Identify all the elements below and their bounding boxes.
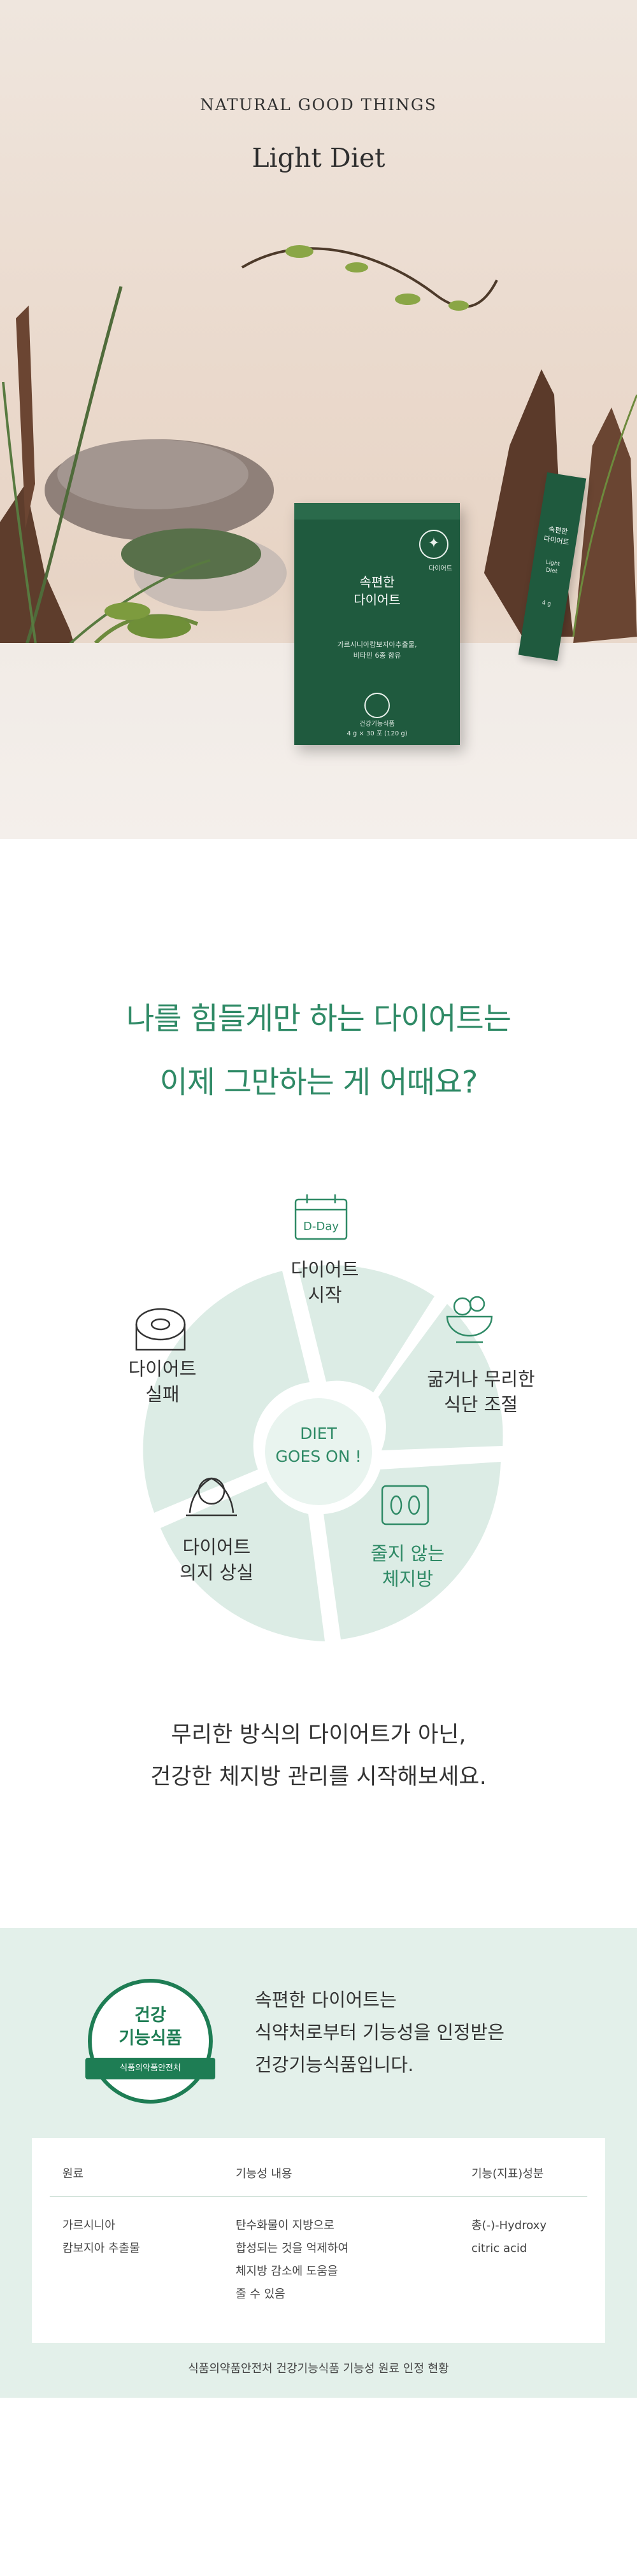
table-cell-marker-line1: 총(-)-Hydroxy: [471, 2219, 547, 2232]
wheel-label-start: 다이어트 시작: [268, 1257, 382, 1308]
certification-text: 속편한 다이어트는 식약처로부터 기능성을 인정받은 건강기능식품입니다.: [255, 1984, 505, 2081]
table-header-ingredient: 원료: [62, 2167, 84, 2181]
wheel-label-fat-line2: 체지방: [382, 1568, 434, 1590]
health-food-seal-icon: [364, 693, 390, 718]
outro-line2: 건강한 체지방 관리를 시작해보세요.: [150, 1764, 487, 1790]
stick-weight: 4 g: [541, 600, 552, 608]
stressed-person-icon: [186, 1477, 237, 1517]
table-cell-function-line3: 체지방 감소에 도움을: [236, 2265, 338, 2278]
product-spec: 건강기능식품 4 g × 30 포 (120 g): [294, 719, 460, 739]
certification-section: 건강 기능식품 식품의약품안전처 속편한 다이어트는 식약처로부터 기능성을 인…: [0, 1928, 637, 2398]
intro-heading-line2: 이제 그만하는 게 어때요?: [159, 1065, 478, 1100]
salad-bowl-icon: [446, 1296, 493, 1343]
wheel-center-label: DIET GOES ON !: [255, 1422, 382, 1468]
wheel-segment-will: [161, 1482, 325, 1641]
product-description-line2: 비타민 6종 함유: [353, 651, 401, 660]
table-cell-marker: 총(-)-Hydroxy citric acid: [471, 2214, 547, 2260]
stick-subtitle: Light Diet 4 g: [526, 556, 573, 611]
wheel-center-line1: DIET: [300, 1424, 337, 1443]
hero-subtitle: NATURAL GOOD THINGS: [199, 96, 437, 114]
wheel-label-fat-line1: 줄지 않는: [371, 1543, 445, 1564]
badge-title-line2: 기능식품: [118, 2028, 182, 2048]
deer-logo-icon: ✦: [419, 530, 448, 559]
product-name-line1: 속편한: [359, 574, 395, 590]
wheel-label-fail-line2: 실패: [145, 1384, 180, 1405]
hero-section: NATURAL GOOD THINGS Light Diet ✦ 다이어트 속편…: [0, 0, 637, 839]
ingredient-table: 원료 기능성 내용 기능(지표)성분 가르시니아 캄보지아 추출물 탄수화물이 …: [32, 2138, 605, 2343]
health-food-badge: 건강 기능식품 식품의약품안전처: [85, 1979, 215, 2104]
certification-text-line1: 속편한 다이어트는: [255, 1989, 397, 2011]
certification-text-line3: 건강기능식품입니다.: [255, 2054, 414, 2076]
wheel-label-fail: 다이어트 실패: [108, 1356, 217, 1407]
diet-cycle-wheel-graphic: D-Day: [135, 1194, 503, 1641]
table-cell-function: 탄수화물이 지방으로 합성되는 것을 억제하여 체지방 감소에 도움을 줄 수 …: [236, 2214, 348, 2306]
wheel-segment-start: [298, 1265, 434, 1392]
badge-title-line1: 건강: [134, 2006, 166, 2025]
wheel-segment-fat: [324, 1462, 501, 1639]
badge-title: 건강 기능식품: [92, 2004, 209, 2050]
table-cell-ingredient-line1: 가르시니아: [62, 2219, 115, 2232]
wheel-label-diet: 굶거나 무리한 식단 조절: [408, 1366, 554, 1417]
calendar-dday-icon: [294, 1194, 348, 1240]
table-caption: 식품의약품안전처 건강기능식품 기능성 원료 인정 현황: [188, 2362, 449, 2375]
table-header-marker: 기능(지표)성분: [471, 2167, 544, 2181]
calendar-dday-label: D-Day: [303, 1220, 339, 1233]
scale-icon: [381, 1485, 429, 1525]
wheel-label-will-line2: 의지 상실: [180, 1562, 254, 1583]
product-brand: 다이어트: [429, 565, 452, 572]
table-cell-ingredient-line2: 캄보지아 추출물: [62, 2242, 140, 2255]
wheel-label-diet-line2: 식단 조절: [444, 1394, 518, 1415]
wheel-label-will: 다이어트 의지 상실: [153, 1534, 280, 1585]
product-spec-line2: 4 g × 30 포 (120 g): [347, 730, 408, 737]
wheel-label-fail-line1: 다이어트: [128, 1358, 197, 1380]
badge-band: 식품의약품안전처: [85, 2058, 215, 2079]
table-cell-function-line2: 합성되는 것을 억제하여: [236, 2242, 349, 2255]
table-cell-ingredient: 가르시니아 캄보지아 추출물: [62, 2214, 140, 2260]
product-description: 가르시니아캄보지아추출물, 비타민 6종 함유: [294, 639, 460, 661]
product-box: ✦ 다이어트 속편한 다이어트 가르시니아캄보지아추출물, 비타민 6종 함유 …: [294, 503, 460, 745]
wheel-label-will-line1: 다이어트: [182, 1536, 251, 1558]
table-header-function: 기능성 내용: [236, 2167, 292, 2181]
product-box-lid: [294, 503, 460, 520]
table-cell-marker-line2: citric acid: [471, 2242, 527, 2255]
wheel-label-start-line1: 다이어트: [290, 1259, 359, 1280]
diet-cycle-wheel: D-Day 다이어트 시작 굶거나 무리한: [0, 1165, 637, 1674]
table-cell-function-line1: 탄수화물이 지방으로: [236, 2219, 334, 2232]
certification-text-line2: 식약처로부터 기능성을 인정받은: [255, 2021, 505, 2043]
outro-line1: 무리한 방식의 다이어트가 아닌,: [171, 1722, 466, 1748]
hero-title: Light Diet: [252, 143, 385, 173]
wheel-center-line2: GOES ON !: [275, 1447, 362, 1466]
stick-name: 속편한 다이어트: [536, 523, 578, 549]
product-description-line1: 가르시니아캄보지아추출물,: [337, 640, 417, 649]
product-spec-line1: 건강기능식품: [359, 721, 395, 728]
product-name: 속편한 다이어트: [294, 573, 460, 609]
wheel-label-start-line2: 시작: [308, 1284, 342, 1306]
wheel-segment-diet: [378, 1304, 503, 1450]
table-cell-function-line4: 줄 수 있음: [236, 2288, 285, 2301]
tape-measure-icon: [135, 1308, 186, 1351]
wheel-label-fat: 줄지 않는 체지방: [344, 1541, 471, 1592]
intro-heading-line1: 나를 힘들게만 하는 다이어트는: [126, 1001, 512, 1037]
wheel-label-diet-line1: 굶거나 무리한: [427, 1368, 535, 1390]
product-name-line2: 다이어트: [354, 592, 401, 607]
wheel-segment-fail: [143, 1271, 310, 1513]
